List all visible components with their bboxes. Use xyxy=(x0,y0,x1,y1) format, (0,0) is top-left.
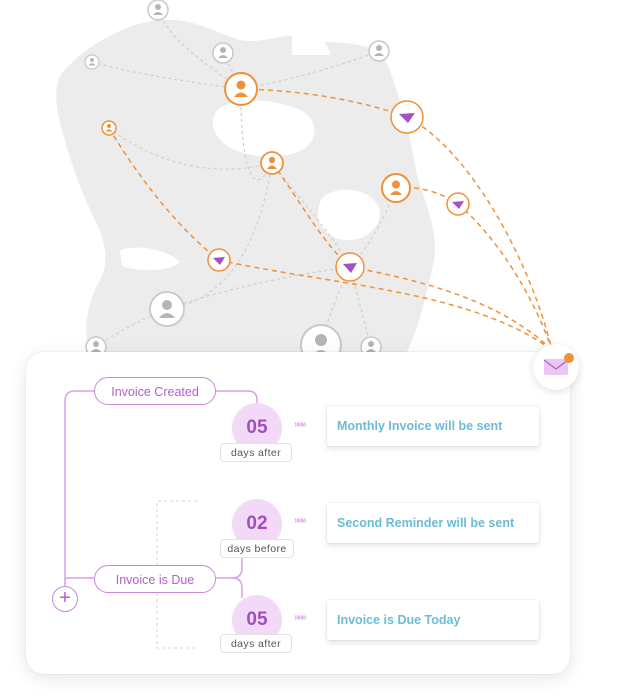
person-icon xyxy=(260,151,284,175)
person-icon xyxy=(101,120,117,136)
person-icon xyxy=(147,0,169,21)
mail-notification-badge[interactable] xyxy=(533,344,579,390)
map-users-active xyxy=(101,72,411,203)
map-water xyxy=(212,100,315,157)
chevron-right-icon: »»» xyxy=(294,419,307,430)
paper-plane-icon xyxy=(207,248,231,272)
chevron-right-icon: »»» xyxy=(294,515,307,526)
action-card[interactable]: Monthly Invoice will be sent xyxy=(327,406,539,446)
step-days-caption: days after xyxy=(220,634,292,653)
notification-dot xyxy=(564,353,574,363)
map-landmass xyxy=(56,19,435,357)
person-icon xyxy=(224,72,258,106)
envelope-icon xyxy=(543,353,574,375)
paper-plane-icon xyxy=(335,252,365,282)
map-water xyxy=(292,20,330,55)
person-icon xyxy=(84,54,100,70)
map-water xyxy=(120,247,180,271)
paper-plane-icon xyxy=(390,100,424,134)
map-users-inactive xyxy=(84,0,390,366)
person-icon xyxy=(381,173,411,203)
map-planes xyxy=(207,100,470,282)
map-routes xyxy=(108,88,553,351)
person-icon xyxy=(368,40,390,62)
add-step-button[interactable]: + xyxy=(52,586,78,612)
action-card[interactable]: Second Reminder will be sent xyxy=(327,503,539,543)
action-card[interactable]: Invoice is Due Today xyxy=(327,600,539,640)
person-icon xyxy=(212,42,234,64)
trigger-invoice-created[interactable]: Invoice Created xyxy=(94,377,216,405)
trigger-invoice-due[interactable]: Invoice is Due xyxy=(94,565,216,593)
paper-plane-icon xyxy=(446,192,470,216)
person-icon xyxy=(149,291,185,327)
step-days-caption: days before xyxy=(220,539,294,558)
chevron-right-icon: »»» xyxy=(294,612,307,623)
map-water xyxy=(318,189,380,241)
step-days-caption: days after xyxy=(220,443,292,462)
